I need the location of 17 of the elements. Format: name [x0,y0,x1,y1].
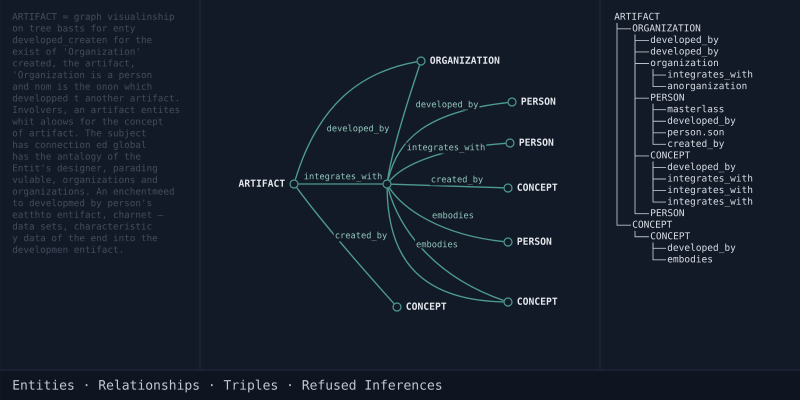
entity-label: CONCEPT [406,302,446,310]
entity-label: PERSON [518,238,552,245]
edge-label: embodies [431,210,475,220]
entity-label: ORGANIZATION [430,56,500,64]
edge-label: embodies [415,240,459,248]
edge-label: developed_by [414,100,480,110]
footer-text: Entities · Relationships · Triples · Refused Inferences [13,380,442,392]
edge-label: integrates_with [406,142,486,154]
entity-label: PERSON [520,138,554,146]
entity-label: ARTIFACT [238,180,285,187]
entity-label: CONCEPT [518,184,558,191]
edge-label: created_by [334,230,388,242]
entity-label: CONCEPT [518,298,558,305]
entity-label: PERSON [522,98,556,105]
edge-label: developed_by [326,124,390,134]
edge-label: integrates_with [302,172,384,182]
edge-label: created_by [430,174,484,186]
